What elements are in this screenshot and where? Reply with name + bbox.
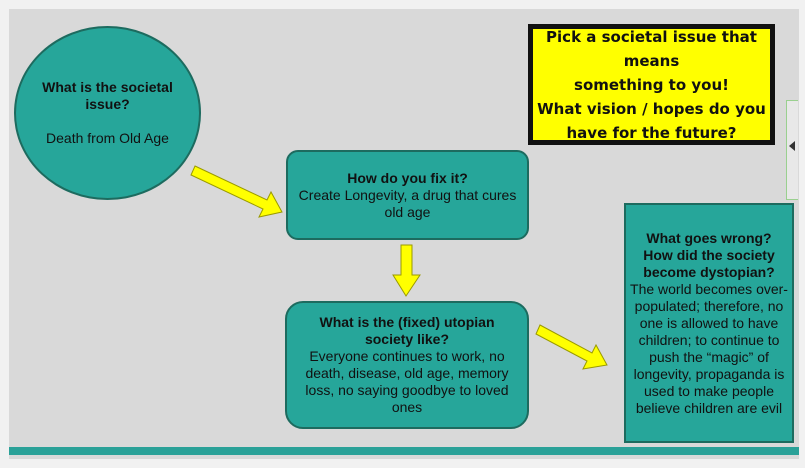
fix-answer: Create Longevity, a drug that cures old … [298,186,517,220]
prompt-line: have for the future? [566,123,737,142]
prompt-line: something to you! [574,75,729,94]
dystopia-answer: The world becomes over-populated; theref… [630,280,788,416]
issue-answer: Death from Old Age [46,130,169,146]
dystopia-node: What goes wrong? How did the society bec… [624,203,794,443]
collapse-arrow-icon [789,141,795,151]
prompt-box: Pick a societal issue that means somethi… [528,24,775,145]
fix-node: How do you fix it? Create Longevity, a d… [286,150,529,240]
prompt-line: What vision / hopes do you [537,99,766,118]
utopia-title: What is the (fixed) utopian society like… [319,314,495,347]
issue-node: What is the societal issue? Death from O… [14,26,201,200]
bottom-accent-bar [9,447,799,455]
connector-arrows [190,165,608,370]
utopia-answer: Everyone continues to work, no death, di… [305,348,509,415]
arrow-fix-to-utopia [392,244,421,297]
prompt-line: Pick a societal issue that means [546,27,757,70]
dystopia-title: What goes wrong? How did the society bec… [643,229,775,280]
fix-title: How do you fix it? [347,169,468,186]
issue-title: What is the societal issue? [42,79,173,112]
side-panel-toggle[interactable] [786,100,798,200]
arrow-utopia-to-dystopia [535,324,608,370]
utopia-node: What is the (fixed) utopian society like… [285,301,529,429]
slide-canvas: Pick a societal issue that means somethi… [9,9,799,459]
arrow-issue-to-fix [190,165,283,218]
